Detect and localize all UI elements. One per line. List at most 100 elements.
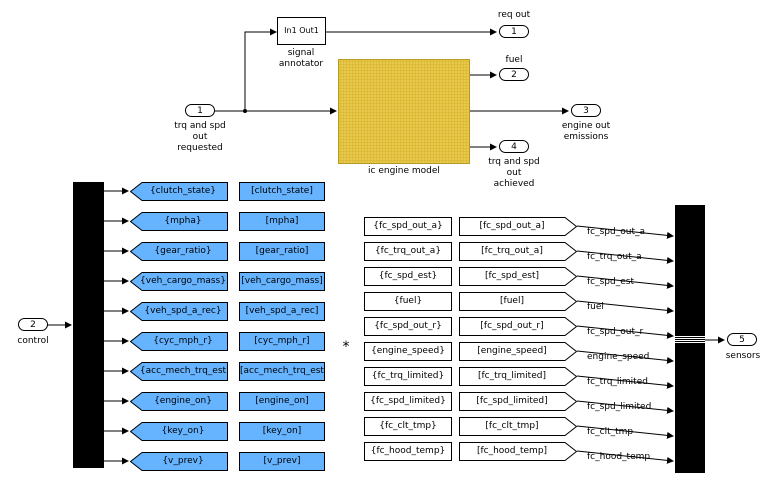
from-tag[interactable]: [acc_mech_trq_est (239, 362, 325, 381)
signal-label: fc_spd_out_a (587, 227, 645, 237)
from-tag[interactable]: [v_prev] (239, 452, 325, 471)
ic-engine-model-block[interactable] (338, 59, 470, 164)
signal-annotator-block[interactable]: In1 Out1 (277, 17, 326, 45)
goto-box[interactable]: {fc_spd_est} (364, 267, 452, 286)
out-port-3[interactable]: 3 (571, 104, 601, 117)
mux-wire (576, 350, 674, 364)
goto-box[interactable]: {engine_speed} (364, 342, 452, 361)
goto-tag[interactable]: {veh_spd_a_rec} (130, 302, 228, 321)
from-tag[interactable]: [engine_speed] (459, 342, 577, 361)
goto-tag[interactable]: {gear_ratio} (130, 242, 228, 261)
mux-wire (576, 375, 674, 389)
goto-tag-label: {acc_mech_trq_est (139, 366, 227, 376)
mux-wire (576, 275, 674, 289)
signal-label: fc_trq_limited (587, 377, 648, 387)
ic-engine-model-label: ic engine model (368, 166, 440, 176)
annotator-ports-label: In1 Out1 (284, 26, 319, 35)
from-tag[interactable]: [veh_spd_a_rec] (239, 302, 325, 321)
signal-label: fc_spd_est (587, 277, 634, 287)
from-tag-label: [fc_spd_limited] (476, 396, 548, 406)
goto-box[interactable]: {fuel} (364, 292, 452, 311)
signal-label: fuel (587, 302, 604, 312)
from-tag-label: [fc_hood_temp] (476, 446, 548, 456)
goto-box[interactable]: {fc_hood_temp} (364, 442, 452, 461)
signal-label: fc_spd_limited (587, 402, 652, 412)
out-port-1-label: req out (497, 10, 531, 20)
from-tag-label: [engine_speed] (477, 346, 547, 356)
from-tag[interactable]: [cyc_mph_r] (239, 332, 325, 351)
from-tag[interactable]: [veh_cargo_mass] (239, 272, 325, 291)
signal-label: fc_spd_out_r (587, 327, 644, 337)
mux-wire (576, 325, 674, 339)
signal-label: fc_trq_out_a (587, 252, 642, 262)
out-port-2[interactable]: 2 (499, 68, 529, 81)
from-tag[interactable]: [engine_on] (239, 392, 325, 411)
goto-tag[interactable]: {key_on} (130, 422, 228, 441)
goto-tag[interactable]: {cyc_mph_r} (130, 332, 228, 351)
mux-wire (576, 225, 674, 239)
in-port-1[interactable]: 1 (185, 104, 215, 117)
out-port-4[interactable]: 4 (499, 140, 529, 153)
star-marker: * (342, 339, 350, 355)
mux-wire (576, 250, 674, 264)
from-tag[interactable]: [fc_spd_est] (459, 267, 577, 286)
goto-box[interactable]: {fc_trq_out_a} (364, 242, 452, 261)
goto-tag[interactable]: {mpha} (130, 212, 228, 231)
from-tag-label: [fuel] (500, 296, 524, 306)
goto-tag[interactable]: {veh_cargo_mass} (130, 272, 228, 291)
goto-box[interactable]: {fc_clt_tmp} (364, 417, 452, 436)
from-tag[interactable]: [gear_ratio] (239, 242, 325, 261)
from-tag[interactable]: [fc_trq_limited] (459, 367, 577, 386)
out-port-3-label: engine out emissions (561, 121, 611, 142)
goto-tag[interactable]: {v_prev} (130, 452, 228, 471)
from-tag[interactable]: [fc_spd_out_r] (459, 317, 577, 336)
from-tag[interactable]: [fc_trq_out_a] (459, 242, 577, 261)
from-tag-label: [fc_trq_limited] (478, 371, 546, 381)
in-port-2[interactable]: 2 (18, 318, 48, 331)
goto-tag-label: {cyc_mph_r} (153, 336, 213, 346)
from-tag[interactable]: [fc_spd_limited] (459, 392, 577, 411)
in-port-2-label: control (17, 336, 49, 346)
from-tag[interactable]: [fc_spd_out_a] (459, 217, 577, 236)
goto-tag-label: {veh_spd_a_rec} (144, 306, 222, 316)
signal-label: fc_clt_tmp (587, 427, 634, 437)
mux-wire (576, 300, 674, 314)
goto-tag[interactable]: {clutch_state} (130, 182, 228, 201)
annotator-label-full: signal annotator (268, 48, 334, 70)
demux-bar[interactable] (73, 182, 104, 468)
goto-tag[interactable]: {acc_mech_trq_est (130, 362, 228, 381)
from-tag[interactable]: [fc_hood_temp] (459, 442, 577, 461)
from-tag[interactable]: [fc_clt_tmp] (459, 417, 577, 436)
goto-tag-label: {v_prev} (162, 456, 204, 466)
out-port-1[interactable]: 1 (499, 25, 529, 38)
goto-box[interactable]: {fc_spd_out_a} (364, 217, 452, 236)
goto-tag[interactable]: {engine_on} (130, 392, 228, 411)
goto-tag-label: {key_on} (161, 426, 205, 436)
goto-tag-label: {veh_cargo_mass} (140, 276, 226, 286)
mux-wire (576, 450, 674, 464)
signal-label: engine_speed (587, 352, 650, 362)
from-tag[interactable]: [fuel] (459, 292, 577, 311)
from-tag-label: [fc_spd_out_a] (479, 221, 545, 231)
goto-tag-label: {gear_ratio} (154, 246, 212, 256)
out-port-4-label: trq and spd out achieved (488, 157, 540, 189)
from-tag-label: [fc_spd_out_r] (480, 321, 544, 331)
goto-tag-label: {engine_on} (154, 396, 212, 406)
goto-box[interactable]: {fc_spd_out_r} (364, 317, 452, 336)
signal-label: fc_hood_temp (587, 452, 651, 462)
out-port-2-label: fuel (505, 55, 523, 65)
from-tag-label: [fc_trq_out_a] (481, 246, 543, 256)
from-tag-label: [fc_spd_est] (484, 271, 539, 281)
goto-box[interactable]: {fc_trq_limited} (364, 367, 452, 386)
out-port-5-label: sensors (725, 351, 761, 361)
from-tag[interactable]: [mpha] (239, 212, 325, 231)
from-tag[interactable]: [key_on] (239, 422, 325, 441)
out-port-5[interactable]: 5 (727, 333, 757, 346)
from-tag[interactable]: [clutch_state] (239, 182, 325, 201)
goto-box[interactable]: {fc_spd_limited} (364, 392, 452, 411)
goto-tag-label: {clutch_state} (149, 186, 217, 196)
mux-wire (576, 400, 674, 414)
in-port-1-label: trq and spd out requested (174, 121, 226, 153)
mux-bar-divider (675, 336, 705, 344)
mux-wire (576, 425, 674, 439)
